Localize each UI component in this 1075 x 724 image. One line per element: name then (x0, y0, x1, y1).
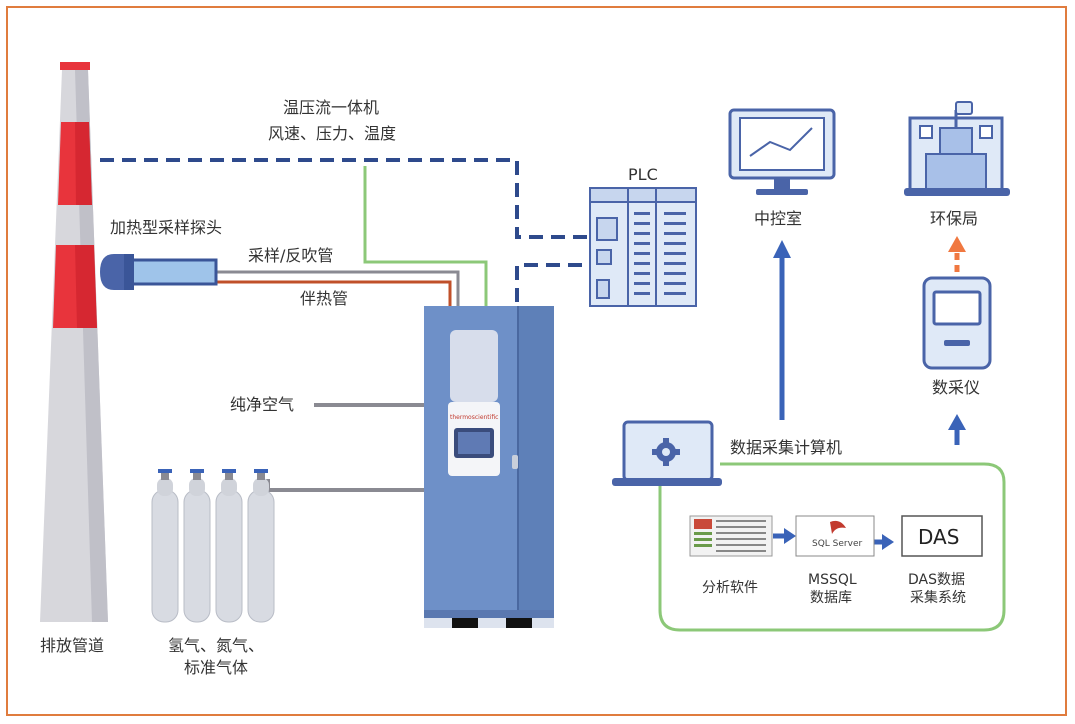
figure-frame (6, 6, 1067, 716)
monitor-icon (728, 108, 836, 195)
upload-arrowhead (948, 236, 966, 252)
heat-tube-line (216, 280, 452, 308)
flow-arrow-1-head (784, 528, 796, 544)
gas-supply-line (262, 479, 426, 492)
analysis-software-icon (689, 515, 773, 557)
data-collector-label: 数采仪 (932, 378, 981, 397)
heat-tube-label: 伴热管 (300, 289, 349, 308)
flow-meter-label-line1: 温压流一体机 (283, 98, 380, 117)
analyzer-signal-line (515, 263, 590, 302)
analyzer-brand-text: thermoscientific (450, 414, 499, 421)
mssql-label-line2: 数据库 (810, 590, 852, 606)
das-label-line1: DAS数据 (908, 572, 965, 588)
flow-meter-label-line2: 风速、压力、温度 (268, 124, 397, 143)
gas-cylinders-label-line2: 标准气体 (184, 658, 249, 677)
das-box-text: DAS (918, 525, 960, 549)
analyzer-cabinet-icon (424, 306, 554, 628)
sql-server-icon (795, 515, 875, 557)
chimney-label: 排放管道 (40, 636, 105, 655)
gas-cylinders-icon (151, 469, 275, 623)
probe-icon (100, 254, 218, 290)
daq-computer-label: 数据采集计算机 (730, 438, 843, 457)
data-collector-icon (922, 276, 992, 370)
sample-tube-label: 采样/反吹管 (248, 246, 334, 265)
bureau-label: 环保局 (930, 209, 979, 228)
gas-cylinders-label-line1: 氢气、氮气、 (168, 636, 265, 655)
das-label-line2: 采集系统 (910, 590, 966, 606)
control-arrowhead (773, 240, 791, 258)
sample-tube-line (216, 270, 460, 308)
plc-icon (589, 187, 697, 307)
laptop-icon (612, 420, 722, 486)
bureau-building-icon (904, 101, 1010, 196)
das-box (901, 515, 983, 557)
chimney-icon (40, 62, 108, 622)
green-signal-line (363, 166, 488, 308)
flow-arrow-2-head (882, 534, 894, 550)
sql-server-logo-text: SQL Server (812, 539, 863, 549)
system-outline (658, 462, 1006, 632)
analysis-software-label: 分析软件 (702, 580, 758, 596)
collector-arrowhead (948, 414, 966, 430)
probe-label: 加热型采样探头 (110, 218, 223, 237)
mssql-label-line1: MSSQL (808, 572, 857, 588)
plc-label: PLC (628, 165, 658, 184)
clean-air-label: 纯净空气 (230, 395, 295, 414)
control-room-label: 中控室 (754, 209, 803, 228)
flow-signal-line (100, 158, 590, 239)
